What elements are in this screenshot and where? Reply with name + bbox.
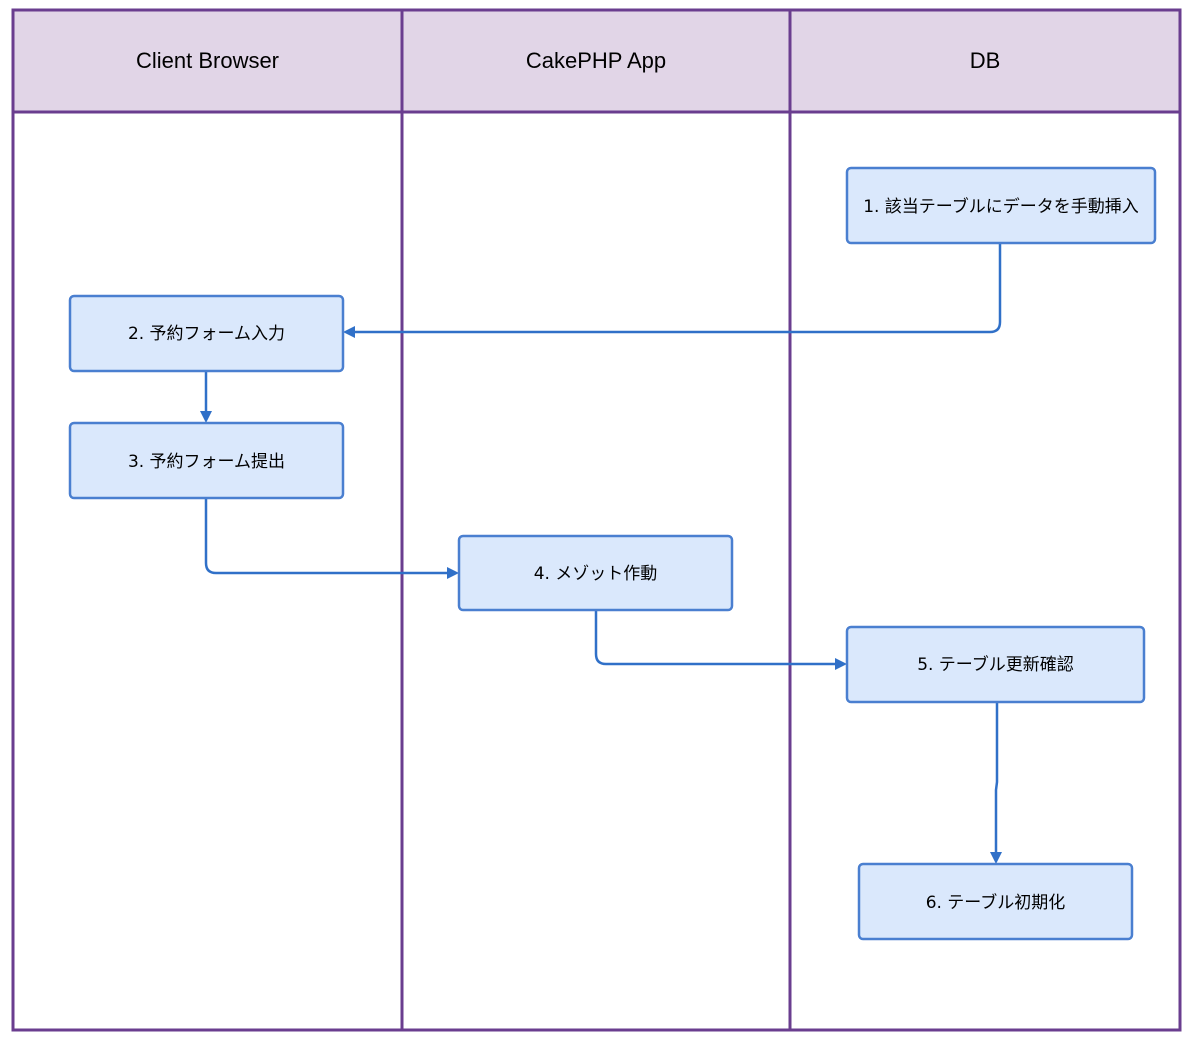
- lane-db-title: DB: [970, 48, 1001, 73]
- step-3-label: 3. 予約フォーム提出: [128, 452, 285, 472]
- step-2: 2. 予約フォーム入力: [68, 294, 345, 373]
- step-6-box: [857, 862, 1134, 941]
- step-1-label: 1. 該当テーブルにデータを手動挿入: [863, 196, 1139, 217]
- step-6: 6. テーブル初期化: [857, 862, 1134, 941]
- step-4: 4. メゾット作動: [457, 534, 734, 612]
- connector-5-to-6: [994, 702, 999, 855]
- lane-client-browser-title: Client Browser: [136, 48, 279, 73]
- lane-cakephp-app-body: [400, 8, 792, 1032]
- arrowhead-3-to-4: [447, 567, 459, 579]
- step-6-label: 6. テーブル初期化: [926, 892, 1066, 913]
- lane-db: DB: [788, 8, 1182, 1032]
- step-4-label: 4. メゾット作動: [534, 564, 658, 584]
- step-1: 1. 該当テーブルにデータを手動挿入: [845, 166, 1157, 245]
- lane-cakephp-app-title: CakePHP App: [526, 48, 666, 73]
- connector-1-to-2: [352, 243, 1002, 334]
- step-5: 5. テーブル更新確認: [845, 625, 1146, 704]
- step-3-box: [68, 421, 345, 500]
- step-1-box: [845, 166, 1157, 245]
- lane-db-header: [788, 8, 1182, 114]
- lane-cakephp-app-header: [400, 8, 792, 114]
- step-5-box: [845, 625, 1146, 704]
- arrowhead-2-to-3: [200, 411, 212, 423]
- connector-3-to-4: [204, 498, 450, 575]
- lane-client-browser-body: [11, 8, 404, 1032]
- connector-4-to-5: [594, 610, 838, 666]
- lane-client-browser-header: [11, 8, 404, 114]
- connectors: [200, 243, 1002, 864]
- step-4-box: [457, 534, 734, 612]
- step-3: 3. 予約フォーム提出: [68, 421, 345, 500]
- arrowhead-5-to-6: [990, 852, 1002, 864]
- arrowhead-4-to-5: [835, 658, 847, 670]
- step-2-label: 2. 予約フォーム入力: [128, 324, 285, 344]
- lane-cakephp-app: CakePHP App: [400, 8, 792, 1032]
- arrowhead-1-to-2: [343, 326, 355, 338]
- lane-client-browser: Client Browser: [11, 8, 404, 1032]
- step-5-label: 5. テーブル更新確認: [917, 654, 1074, 675]
- step-2-box: [68, 294, 345, 373]
